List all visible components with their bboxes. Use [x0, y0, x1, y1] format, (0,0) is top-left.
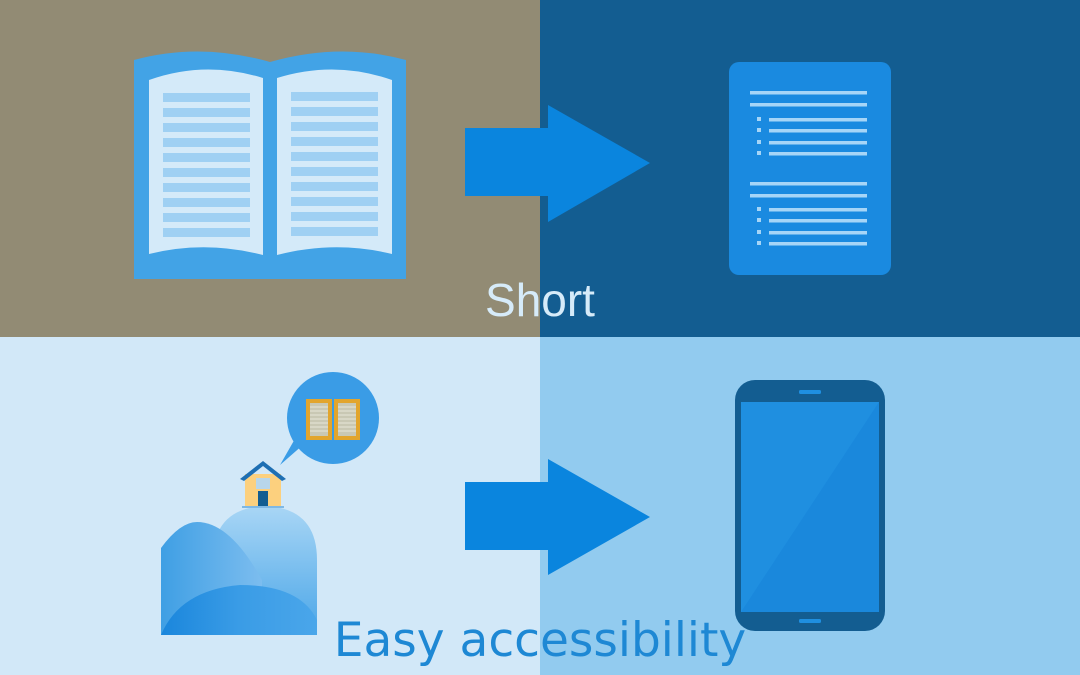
summary-document-icon — [729, 62, 891, 275]
caption-easy-accessibility: Easy accessibility — [333, 613, 747, 668]
caption-short: Short — [485, 274, 595, 326]
tablet-device-icon — [735, 380, 885, 631]
open-book-icon — [134, 51, 406, 279]
speech-bubble-book-icon — [280, 372, 379, 465]
house-on-hill-icon — [161, 461, 317, 635]
right-arrow-icon — [465, 459, 650, 575]
right-arrow-icon — [465, 105, 650, 222]
